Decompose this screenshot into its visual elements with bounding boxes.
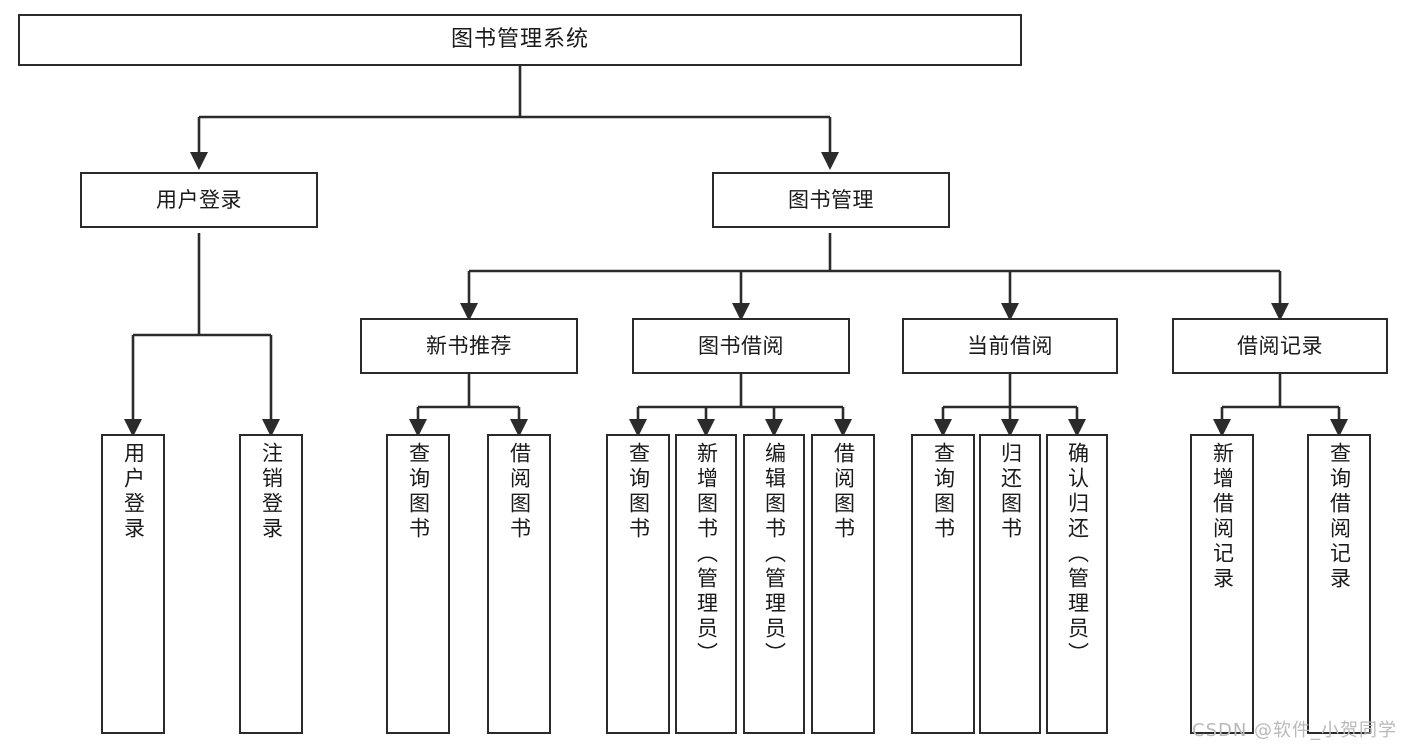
leaf-edit-book-admin[interactable]: 编辑图书（管理员）	[743, 434, 805, 734]
leaf-logout-login[interactable]: 注销登录	[239, 434, 303, 734]
node-label: 查询图书	[626, 442, 651, 542]
leaf-query-book-borrow[interactable]: 查询图书	[606, 434, 670, 734]
node-label: 归还图书	[998, 442, 1023, 542]
leaf-query-book-recommend[interactable]: 查询图书	[386, 434, 450, 734]
leaf-borrow-book[interactable]: 借阅图书	[811, 434, 875, 734]
leaf-borrow-book-recommend[interactable]: 借阅图书	[487, 434, 551, 734]
node-label: 用户登录	[121, 442, 146, 542]
node-borrow-records[interactable]: 借阅记录	[1172, 318, 1388, 374]
node-label: 新增借阅记录	[1210, 442, 1235, 592]
node-label: 借阅图书	[831, 442, 856, 542]
node-label: 图书管理	[788, 187, 874, 212]
leaf-user-login[interactable]: 用户登录	[101, 434, 165, 734]
node-book-borrow[interactable]: 图书借阅	[632, 318, 850, 374]
node-label: 当前借阅	[967, 333, 1053, 358]
node-label: 用户登录	[156, 187, 242, 212]
leaf-confirm-return-admin[interactable]: 确认归还（管理员）	[1046, 434, 1108, 734]
node-label: 查询借阅记录	[1327, 442, 1352, 592]
node-label: 图书管理系统	[450, 27, 589, 53]
node-label: 图书借阅	[698, 333, 784, 358]
node-label: 确认归还（管理员）	[1065, 442, 1090, 667]
node-label: 编辑图书（管理员）	[762, 442, 787, 667]
leaf-return-book[interactable]: 归还图书	[979, 434, 1041, 734]
node-book-management[interactable]: 图书管理	[712, 172, 950, 228]
node-label: 新书推荐	[426, 333, 512, 358]
node-label: 借阅图书	[507, 442, 532, 542]
leaf-query-book-current[interactable]: 查询图书	[911, 434, 975, 734]
node-label: 新增图书（管理员）	[694, 442, 719, 667]
node-label: 查询图书	[931, 442, 956, 542]
node-label: 注销登录	[259, 442, 284, 542]
node-user-login[interactable]: 用户登录	[80, 172, 318, 228]
leaf-query-borrow-record[interactable]: 查询借阅记录	[1307, 434, 1371, 734]
node-new-book-recommend[interactable]: 新书推荐	[360, 318, 578, 374]
leaf-add-book-admin[interactable]: 新增图书（管理员）	[675, 434, 737, 734]
leaf-add-borrow-record[interactable]: 新增借阅记录	[1190, 434, 1254, 734]
csdn-watermark: CSDN @软件_小贺同学	[1192, 720, 1398, 741]
node-label: 查询图书	[406, 442, 431, 542]
node-current-borrow[interactable]: 当前借阅	[902, 318, 1118, 374]
node-root-system[interactable]: 图书管理系统	[18, 14, 1022, 66]
node-label: 借阅记录	[1237, 333, 1323, 358]
